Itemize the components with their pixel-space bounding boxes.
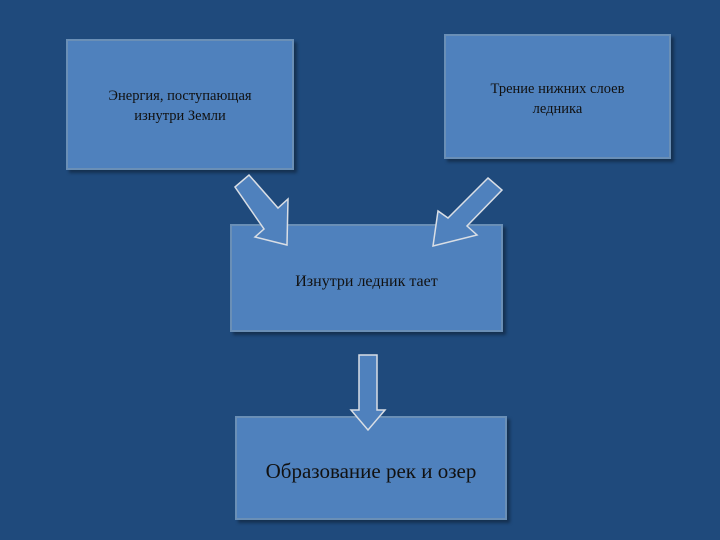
glacier-friction-box: Трение нижних слоев ледника [444,34,671,159]
rivers-lakes-formation-label: Образование рек и озер [265,459,477,483]
glacier-friction-label: Трение нижних слоев ледника [490,81,625,117]
energy-from-earth-label: Энергия, поступающая изнутри Земли [108,88,252,124]
energy-to-melt-arrow [233,173,289,246]
melt-to-result-arrow [349,354,387,432]
friction-to-melt-arrow [432,176,504,247]
energy-from-earth-box: Энергия, поступающая изнутри Земли [66,39,294,170]
glacier-melts-box: Изнутри ледник тает [230,224,503,332]
glacier-melts-label: Изнутри ледник тает [295,273,438,290]
rivers-lakes-formation-box: Образование рек и озер [235,416,507,520]
